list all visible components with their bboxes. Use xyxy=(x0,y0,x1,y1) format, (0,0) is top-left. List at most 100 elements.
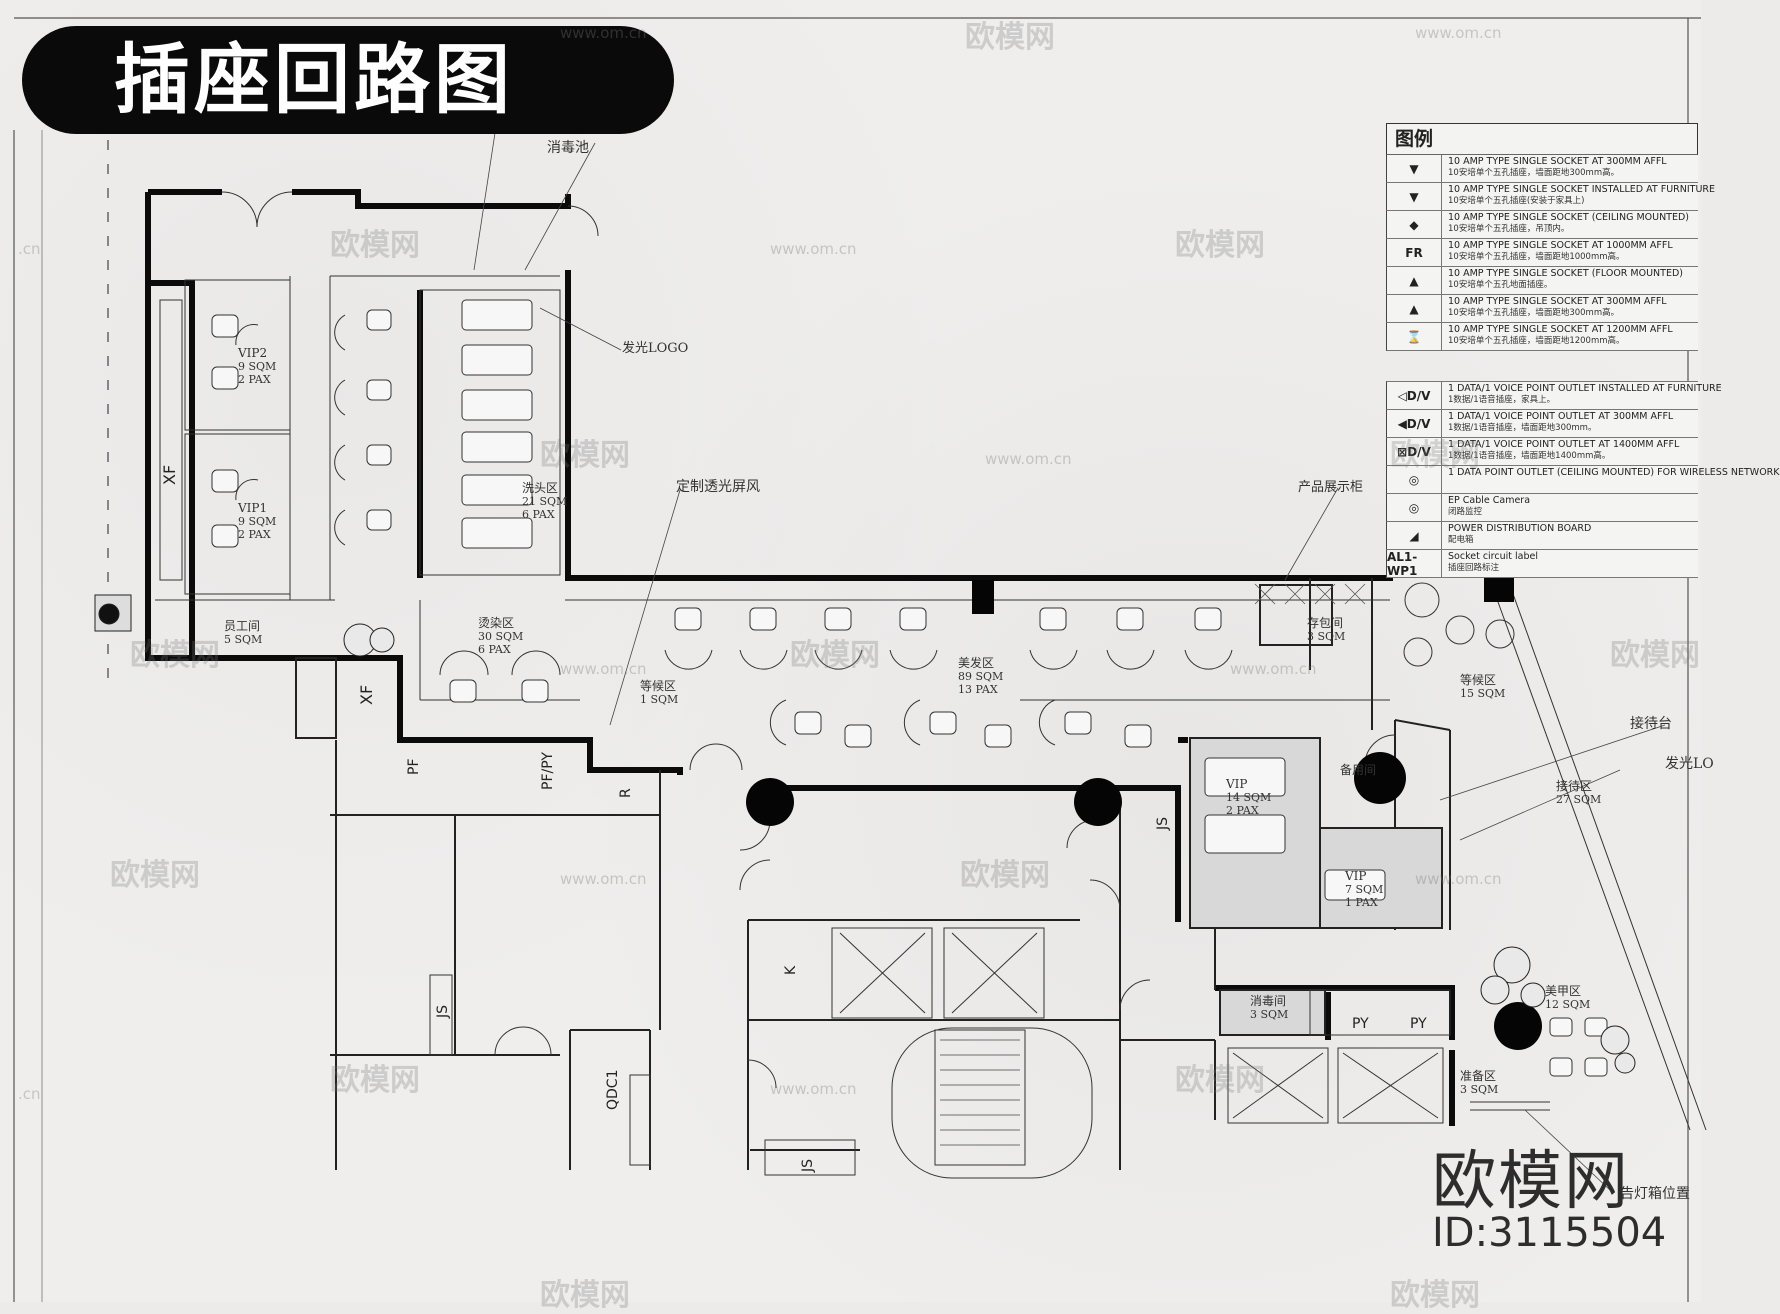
room-name-label: VIP1 xyxy=(237,501,267,515)
legend-text-en: EP Cable Camera xyxy=(1448,495,1531,506)
legend-symbol-icon: ⌛ xyxy=(1387,323,1442,350)
legend-row: FR 10 AMP TYPE SINGLE SOCKET AT 1000MM AF… xyxy=(1386,239,1698,267)
room-area-label: 30 SQM xyxy=(478,630,523,643)
annotation-lightbox: 告灯箱位置 xyxy=(1620,1186,1690,1202)
room-area-label: 15 SQM xyxy=(1460,687,1505,700)
legend-text-en: 1 DATA/1 VOICE POINT OUTLET AT 1400MM AF… xyxy=(1448,439,1680,450)
brand-mark: 欧模网 xyxy=(1432,1145,1630,1219)
legend-text-en: 10 AMP TYPE SINGLE SOCKET (CEILING MOUNT… xyxy=(1448,212,1690,223)
legend-text-en: 10 AMP TYPE SINGLE SOCKET INSTALLED AT F… xyxy=(1448,184,1716,195)
room-area-label: 27 SQM xyxy=(1556,793,1601,806)
legend-text-en: Socket circuit label xyxy=(1448,551,1538,562)
room-name-label: 消毒间 xyxy=(1250,994,1286,1008)
room-name-label: 备用间 xyxy=(1340,763,1376,777)
legend-text-en: 10 AMP TYPE SINGLE SOCKET (FLOOR MOUNTED… xyxy=(1448,268,1683,279)
legend-text-cn: 10安培单个五孔插座，墙面距地300mm高。 xyxy=(1448,308,1620,318)
room-pax-label: 2 PAX xyxy=(1226,804,1259,817)
room-name-label: VIP xyxy=(1225,777,1247,791)
legend-text-cn: 10安培单个五孔插座，墙面距地1200mm高。 xyxy=(1448,336,1625,346)
watermark-url: www.om.cn xyxy=(770,1080,857,1098)
room-area-label: 89 SQM xyxy=(958,670,1003,683)
room-pax-label: 2 PAX xyxy=(238,528,271,541)
watermark-url: www.om.cn xyxy=(560,24,647,42)
label-py-2: PY xyxy=(1410,1016,1427,1032)
room-area-label: 3 SQM xyxy=(1307,630,1345,643)
legend-text-cn: 配电箱 xyxy=(1448,535,1474,545)
room-area-label: 3 SQM xyxy=(1250,1008,1288,1021)
watermark-url: www.om.cn xyxy=(1415,24,1502,42)
legend-rows-sockets: ▼ 10 AMP TYPE SINGLE SOCKET AT 300MM AFFL… xyxy=(1386,155,1715,351)
legend-text-cn: 1数据/1语音插座，家具上。 xyxy=(1448,395,1556,405)
watermark-brand: 欧模网 xyxy=(1390,1278,1480,1313)
legend-symbol-icon: ▼ xyxy=(1387,155,1442,182)
watermark-brand: 欧模网 xyxy=(330,1063,420,1098)
label-js-3: JS xyxy=(800,1159,816,1173)
room-name-label: 等候区 xyxy=(1460,673,1496,687)
legend-text-cn: 10安培单个五孔地面插座。 xyxy=(1448,280,1553,290)
room-area-label: 9 SQM xyxy=(238,360,276,373)
watermark-brand: 欧模网 xyxy=(330,228,420,263)
watermark-url-fragment: .cn xyxy=(18,1085,41,1103)
label-js-1: JS xyxy=(435,1005,451,1019)
room-area-label: 21 SQM xyxy=(522,495,567,508)
room-area-label: 9 SQM xyxy=(238,515,276,528)
legend-text-en: 10 AMP TYPE SINGLE SOCKET AT 300MM AFFL xyxy=(1448,296,1667,307)
watermark-url-fragment: .cn xyxy=(18,240,41,258)
room-area-label: 12 SQM xyxy=(1545,998,1590,1011)
label-pf-py: PF/PY xyxy=(540,752,556,790)
legend-text-en: 1 DATA/1 VOICE POINT OUTLET AT 300MM AFF… xyxy=(1448,411,1674,422)
legend-row: ⌛10 AMP TYPE SINGLE SOCKET AT 1200MM AFF… xyxy=(1386,323,1698,351)
legend-text-cn: 10安培单个五孔插座，吊顶内。 xyxy=(1448,224,1570,234)
legend-row: ▲10 AMP TYPE SINGLE SOCKET (FLOOR MOUNTE… xyxy=(1386,267,1698,295)
annotation-screen: 定制透光屏风 xyxy=(676,479,760,495)
room-pax-label: 6 PAX xyxy=(478,643,511,656)
annotation-logo-2: 发光LO xyxy=(1665,756,1714,772)
legend-panel: 图例 ▼ 10 AMP TYPE SINGLE SOCKET AT 300MM A… xyxy=(1386,123,1780,578)
watermark-url: www.om.cn xyxy=(560,660,647,678)
watermark-url: www.om.cn xyxy=(1415,870,1502,888)
legend-heading: 图例 xyxy=(1386,123,1698,155)
room-name-label: 存包间 xyxy=(1307,616,1343,630)
watermark-brand: 欧模网 xyxy=(790,638,880,673)
legend-symbol-icon: ◀D/V xyxy=(1387,410,1442,437)
room-pax-label: 13 PAX xyxy=(958,683,998,696)
legend-row: ◆10 AMP TYPE SINGLE SOCKET (CEILING MOUN… xyxy=(1386,211,1698,239)
legend-symbol-icon: AL1-WP1 xyxy=(1387,550,1442,578)
label-js-2: JS xyxy=(1155,817,1171,831)
legend-symbol-icon: ▼ xyxy=(1387,183,1442,210)
room-area-label: 3 SQM xyxy=(1460,1083,1498,1096)
legend-text-cn: 10安培单个五孔插座，墙面距地1000mm高。 xyxy=(1448,252,1625,262)
room-area-label: 14 SQM xyxy=(1226,791,1271,804)
legend-row: ▼10 AMP TYPE SINGLE SOCKET AT 300MM AFFL… xyxy=(1386,155,1698,183)
legend-symbol-icon: ◎ xyxy=(1387,466,1442,493)
room-pax-label: 1 PAX xyxy=(1345,896,1378,909)
room-name-label: 烫染区 xyxy=(478,615,514,630)
label-py-1: PY xyxy=(1352,1016,1369,1032)
label-k: K xyxy=(783,965,799,975)
room-pax-label: 2 PAX xyxy=(238,373,271,386)
room-name-label: 洗头区 xyxy=(522,481,558,495)
annotation-disinfect-pool: 消毒池 xyxy=(547,140,589,156)
legend-symbol-icon: ▲ xyxy=(1387,295,1442,322)
label-xf-1: XF xyxy=(160,465,179,485)
drawing-title: 插座回路图 xyxy=(22,26,674,134)
legend-symbol-icon: FR xyxy=(1387,239,1442,266)
label-xf-2: XF xyxy=(357,685,376,705)
legend-text-cn: 插座回路标注 xyxy=(1448,563,1500,573)
brand-id: ID:3115504 xyxy=(1432,1210,1667,1256)
legend-symbol-icon: ◎ xyxy=(1387,494,1442,521)
watermark-brand: 欧模网 xyxy=(110,858,200,893)
label-qdc1: QDC1 xyxy=(605,1070,621,1110)
legend-row: ▼ 10 AMP TYPE SINGLE SOCKET INSTALLED AT … xyxy=(1386,183,1715,211)
watermark-brand: 欧模网 xyxy=(540,438,630,473)
legend-text-en: 10 AMP TYPE SINGLE SOCKET AT 1000MM AFFL xyxy=(1448,240,1673,251)
legend-text-cn: 闭路监控 xyxy=(1448,507,1483,517)
room-area-label: 1 SQM xyxy=(640,693,678,706)
legend-row: ▲ 10 AMP TYPE SINGLE SOCKET AT 300MM AFFL… xyxy=(1386,295,1698,323)
